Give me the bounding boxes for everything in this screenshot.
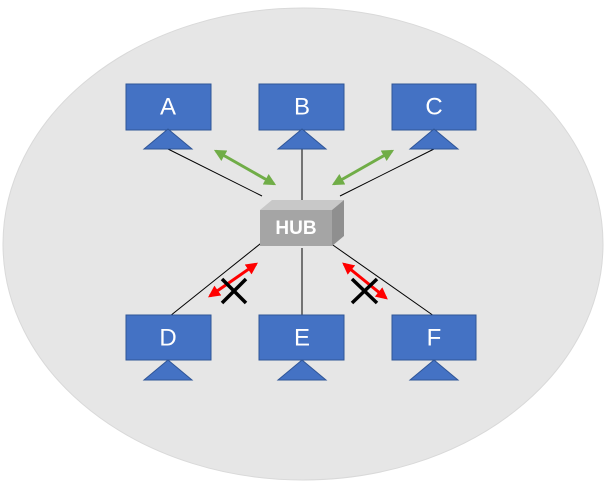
computer-e: E — [258, 314, 345, 381]
blocked-arrow-f — [342, 262, 388, 300]
computer-c-label: C — [425, 93, 442, 120]
allowed-arrow-a — [213, 149, 277, 186]
allowed-arrow-c — [331, 149, 395, 186]
computer-a-stand-icon — [142, 128, 194, 150]
computer-b-stand-icon — [276, 128, 328, 150]
blocked-cross-d — [220, 277, 248, 305]
computer-f: F — [391, 314, 477, 381]
blocked-cross-f — [350, 277, 379, 305]
computer-a-monitor-icon — [125, 83, 212, 131]
computer-a-label: A — [160, 93, 176, 120]
computer-a: A — [125, 83, 212, 150]
computer-f-label: F — [427, 324, 442, 351]
blocked-arrow-d — [208, 262, 258, 298]
computer-b-label: B — [294, 93, 310, 120]
computer-c: C — [391, 83, 477, 150]
computer-c-monitor-icon — [391, 83, 477, 131]
computer-e-monitor-icon — [258, 314, 345, 361]
hub-front-face — [260, 210, 332, 246]
computer-f-stand-icon — [408, 359, 460, 381]
computer-e-label: E — [294, 324, 310, 351]
hub-top-face — [260, 200, 344, 210]
computer-d: D — [125, 314, 212, 381]
computer-f-monitor-icon — [391, 314, 477, 361]
computer-c-stand-icon — [408, 128, 460, 150]
computer-e-stand-icon — [276, 359, 328, 381]
computer-b: B — [258, 83, 345, 150]
hub: HUB — [260, 200, 344, 246]
hub-side-face — [332, 200, 344, 246]
hub-label: HUB — [275, 218, 316, 239]
computer-b-monitor-icon — [258, 83, 345, 131]
computer-d-label: D — [159, 324, 176, 351]
computer-d-stand-icon — [142, 359, 194, 381]
